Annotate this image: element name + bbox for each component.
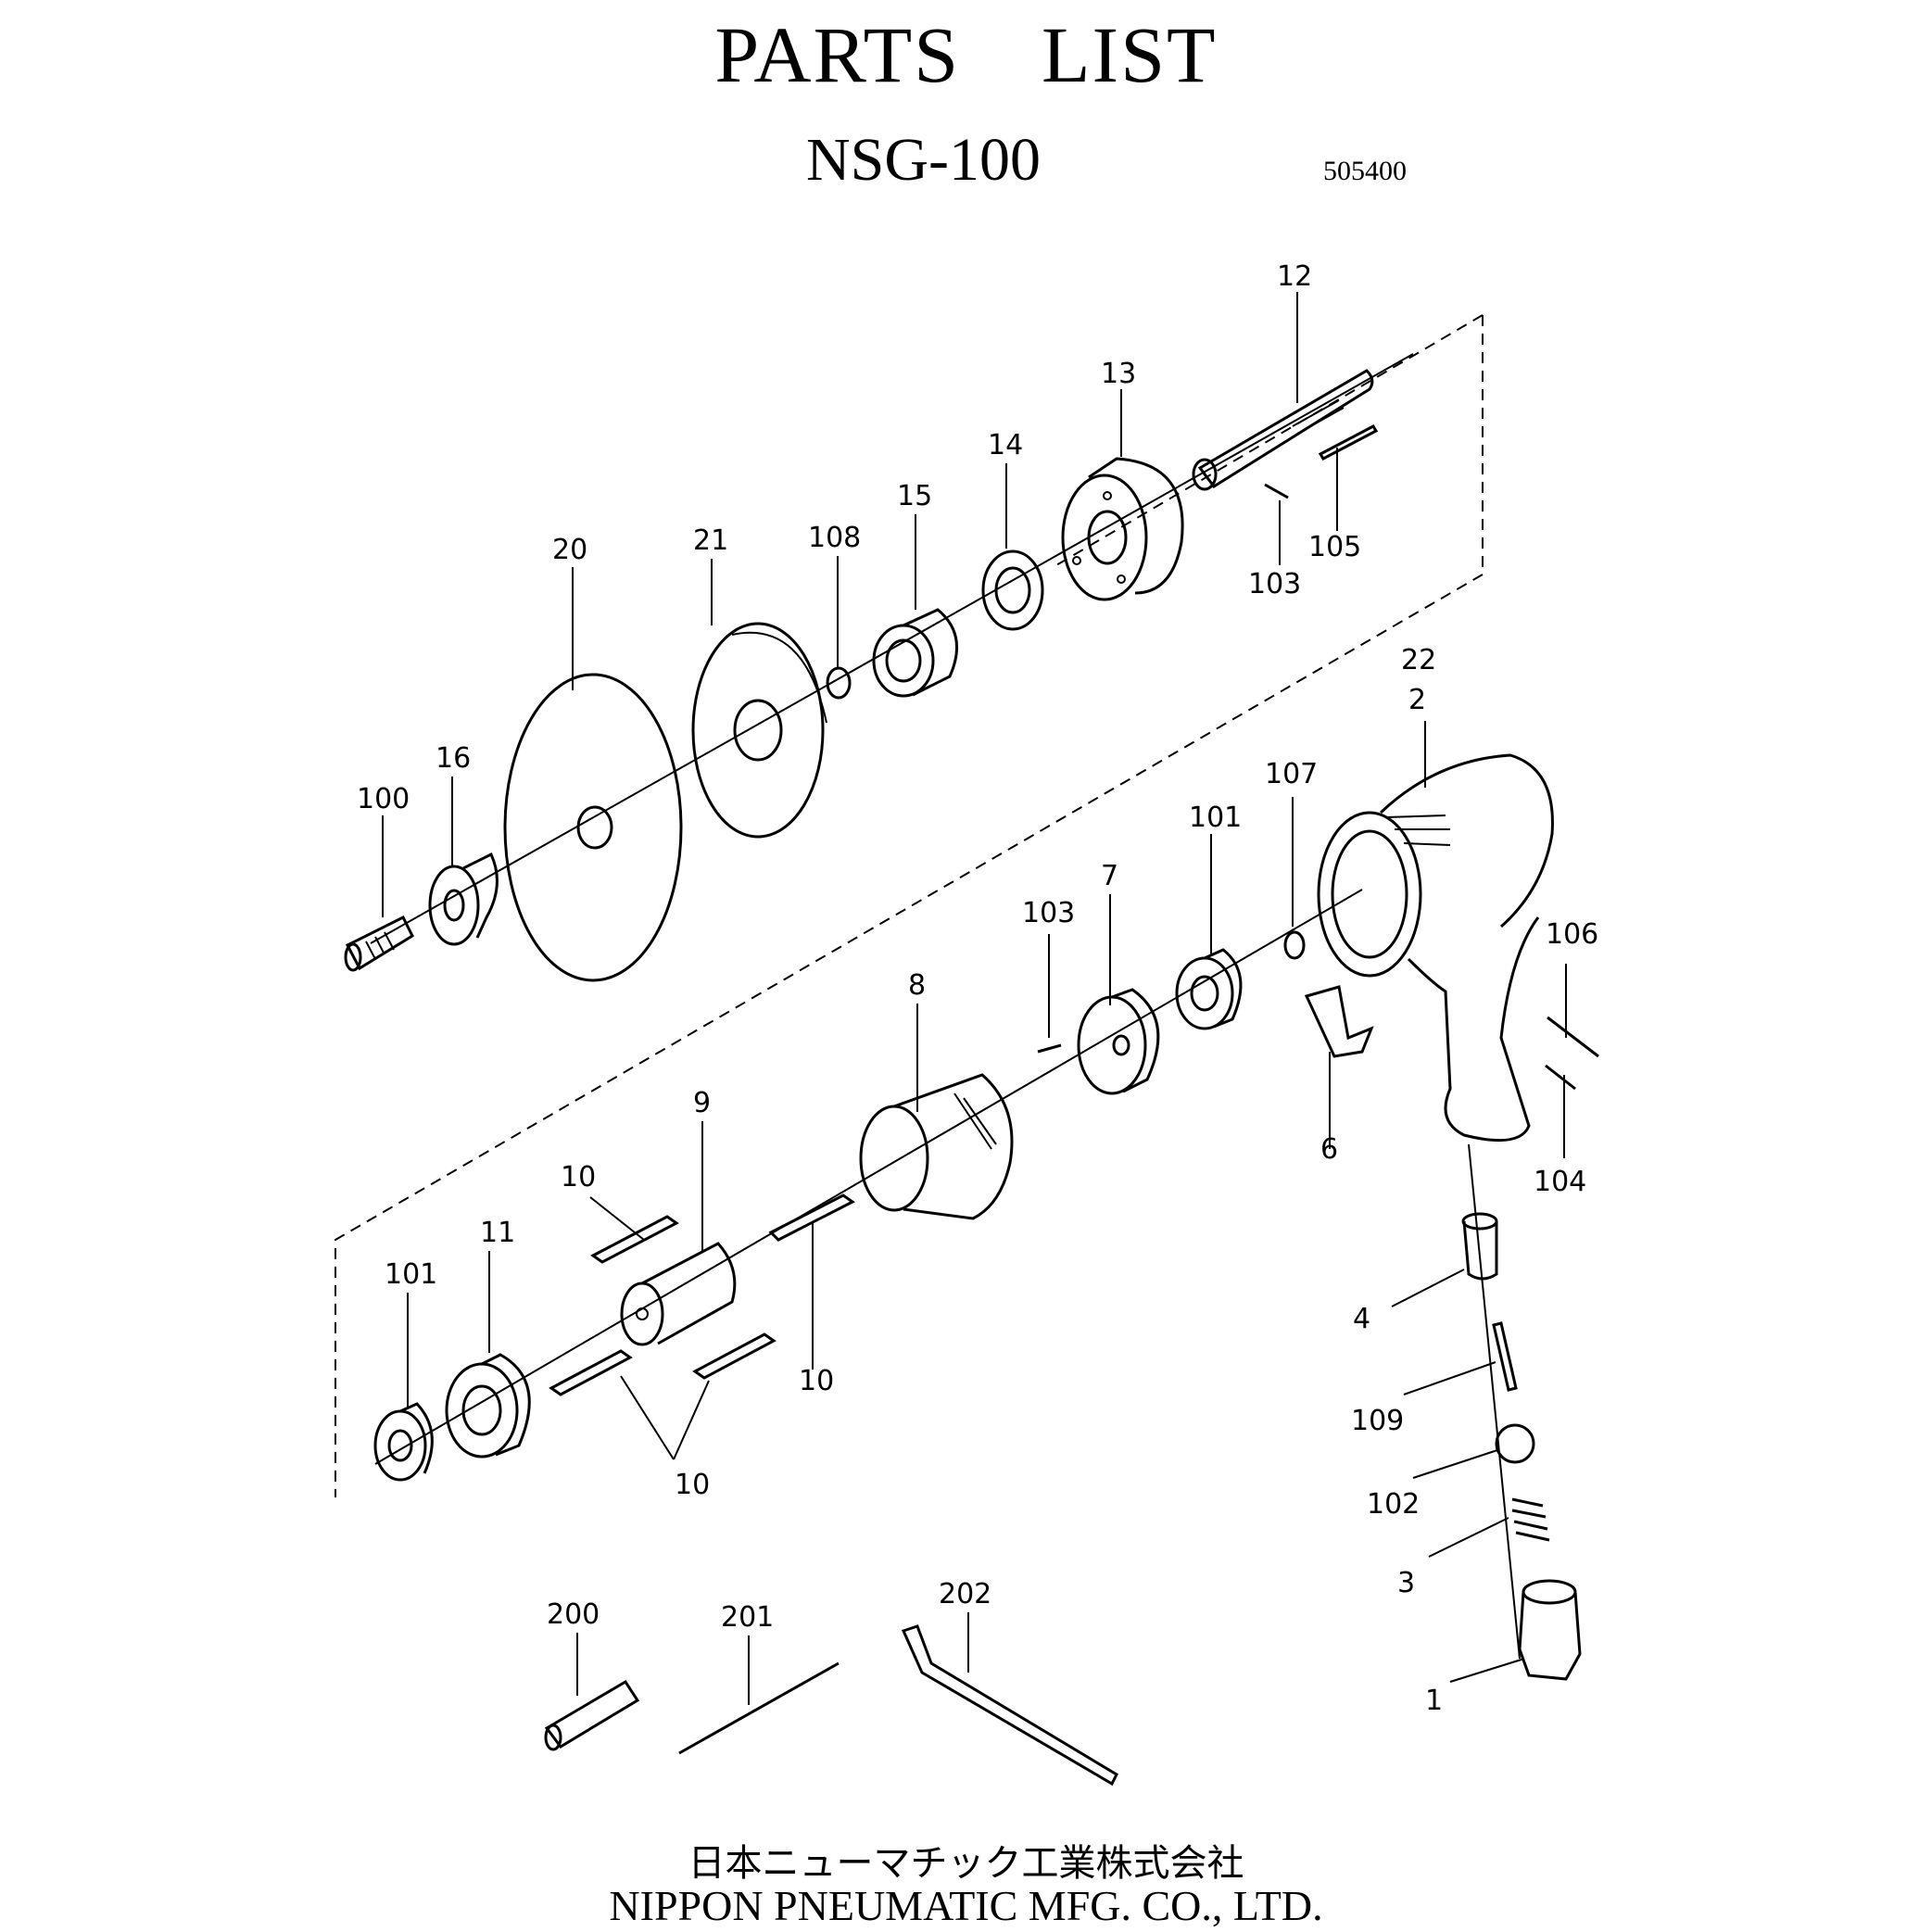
part-8-cylinder [859,1073,1014,1220]
label-102: 102 [1367,1488,1420,1521]
part-103-pin-top [1264,483,1289,499]
label-201: 201 [721,1601,774,1634]
label-10-a: 10 [561,1161,596,1193]
part-10-blade-a [590,1215,679,1264]
part-105-key [1318,424,1379,461]
part-14-washer [981,549,1044,631]
label-15: 15 [897,480,932,512]
part-101-bearing-upper [1175,948,1243,1030]
label-100: 100 [357,783,410,815]
label-107: 107 [1265,758,1318,790]
part-101-bearing-lower [373,1402,434,1482]
part-1-inlet [1518,1579,1582,1681]
page-title: PARTS LIST [714,10,1218,99]
part-4-valve [1461,1212,1498,1281]
label-13: 13 [1101,358,1136,390]
label-109: 109 [1351,1405,1404,1437]
part-10-blade-c [549,1349,633,1396]
part-21-flange [691,622,827,839]
label-200: 200 [547,1598,600,1631]
part-104-pin [1545,1064,1576,1091]
label-9: 9 [693,1087,711,1119]
part-9-rotor [620,1242,737,1346]
label-105: 105 [1308,531,1361,563]
label-202: 202 [939,1578,991,1610]
part-201-rod [678,1661,840,1755]
label-101-upper: 101 [1189,802,1242,834]
part-102-ball [1495,1423,1535,1464]
part-7-endplate [1077,988,1160,1095]
part-2-housing [1317,753,1554,1143]
part-12-spindle [1192,369,1374,491]
part-16-flange [428,852,499,946]
label-1: 1 [1425,1685,1443,1717]
part-15-collar [872,608,959,698]
label-20: 20 [552,534,587,566]
part-6-lever [1304,985,1374,1058]
label-11: 11 [480,1217,515,1249]
document-code: 505400 [1323,156,1407,186]
label-16: 16 [436,742,471,775]
label-22: 22 [1401,644,1436,676]
lower-axis [374,889,1363,1465]
model-number: NSG-100 [806,126,1042,194]
label-104: 104 [1534,1166,1586,1198]
part-108-ring [826,666,852,700]
part-202-hexkey [901,1624,1118,1787]
label-10-b: 10 [799,1365,834,1397]
leader-lines [382,292,1567,1705]
company-name-english: NIPPON PNEUMATIC MFG. CO., LTD. [609,1882,1323,1929]
part-103-pin-lower [1037,1043,1062,1054]
part-10-blade-b [768,1193,855,1242]
label-12: 12 [1277,260,1312,293]
group-frame-top [1055,314,1484,566]
group-frame [335,315,1484,1497]
part-11-endplate [445,1353,531,1458]
label-7: 7 [1101,860,1118,892]
handle-axis [1468,1143,1521,1660]
upper-axis [370,353,1414,944]
label-103-top: 103 [1248,568,1301,600]
part-200-nipple [544,1679,640,1751]
part-107-ring [1283,930,1306,960]
label-108: 108 [808,522,861,554]
part-109-pin [1492,1321,1518,1392]
label-103-lower: 103 [1022,897,1075,929]
label-106: 106 [1546,918,1598,951]
label-10-c: 10 [675,1469,710,1501]
part-100-screw [344,915,414,972]
part-13-plate [1061,457,1184,601]
label-21: 21 [693,524,728,557]
part-106-pin [1547,1016,1599,1058]
part-10-blade-d [692,1332,777,1380]
label-3: 3 [1397,1567,1415,1599]
label-4: 4 [1353,1303,1370,1335]
label-101-lower: 101 [385,1258,437,1291]
label-2: 2 [1408,684,1426,716]
part-20-wheel [503,673,683,982]
company-name-japanese: 日本ニューマチック工業株式会社 [688,1842,1244,1885]
label-8: 8 [908,969,926,1002]
label-14: 14 [988,429,1023,461]
part-3-spring [1511,1497,1550,1542]
label-6: 6 [1320,1133,1338,1166]
